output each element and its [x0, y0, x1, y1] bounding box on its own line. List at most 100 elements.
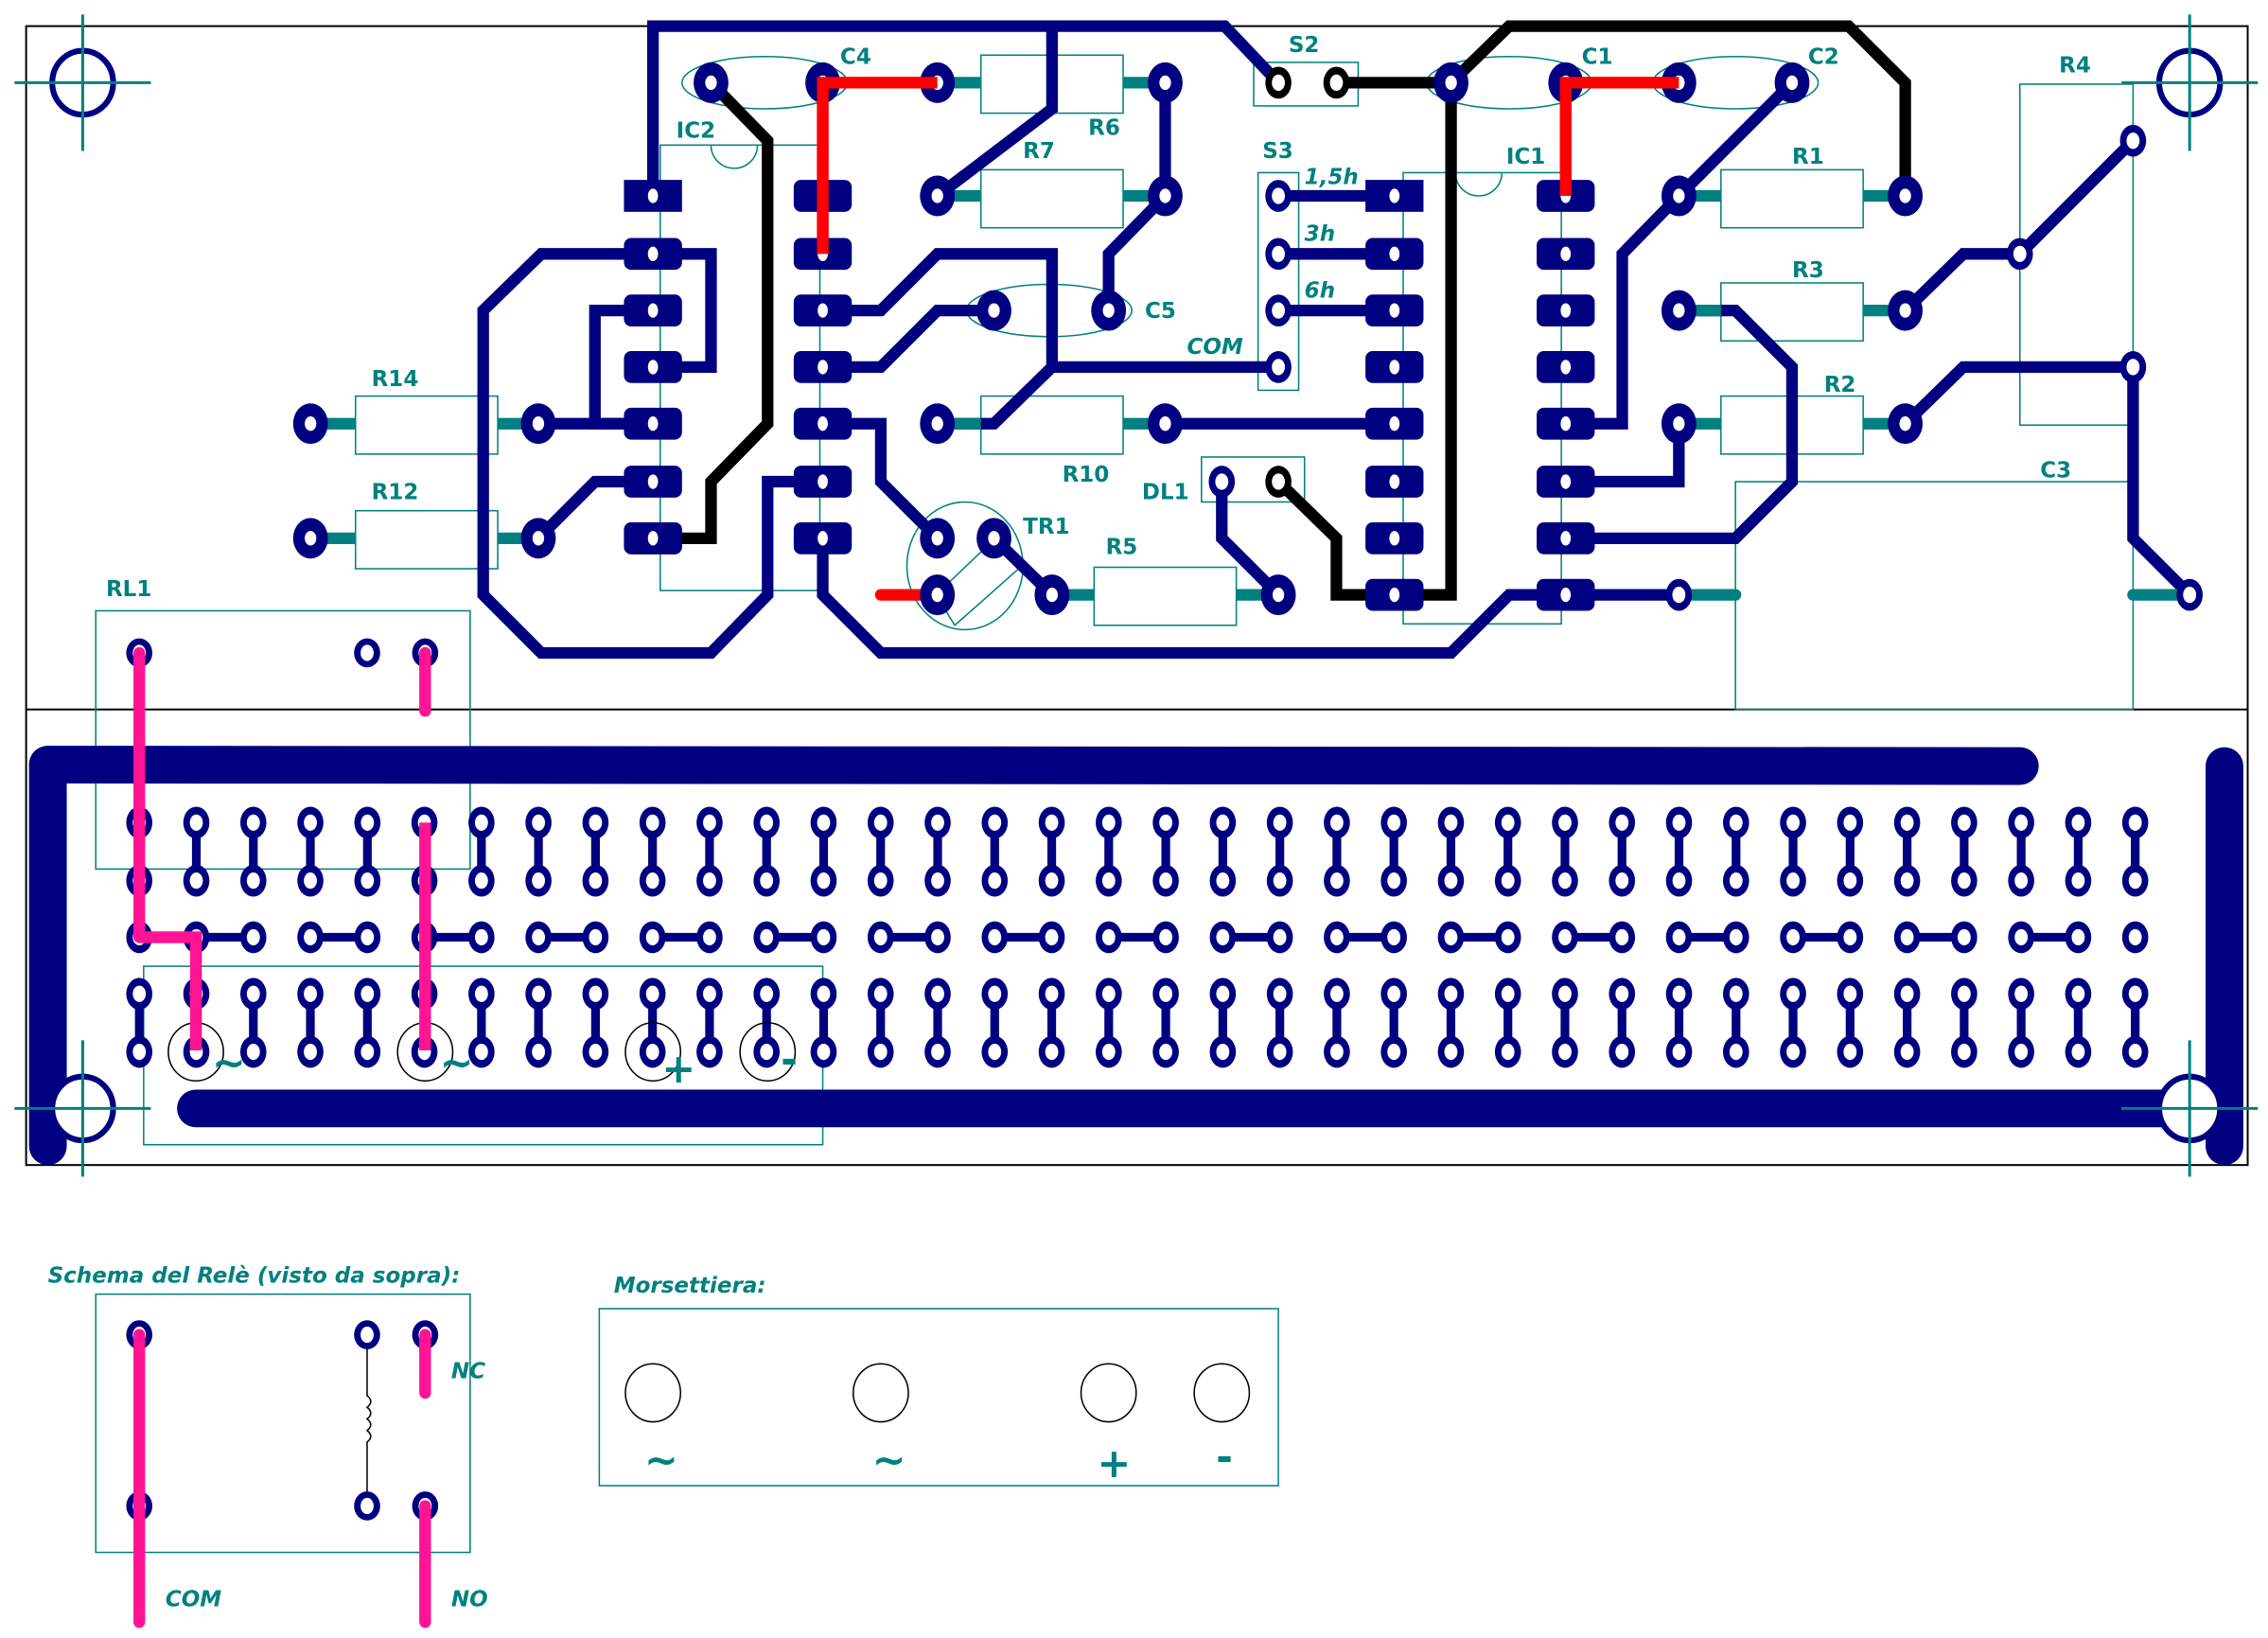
pad-hole	[1501, 872, 1515, 889]
pad-hole	[1159, 75, 1171, 91]
pad-hole	[1045, 814, 1059, 831]
pad-hole	[1729, 1043, 1743, 1061]
pad-hole	[360, 872, 375, 889]
terminal-symbol-ac2: ~	[440, 1040, 474, 1087]
pad-hole	[1729, 928, 1743, 946]
pad-hole	[589, 928, 603, 946]
pad-hole	[1216, 928, 1230, 946]
pad-hole	[1389, 360, 1400, 375]
pad-hole	[1957, 1043, 1971, 1061]
label-ic2: IC2	[677, 119, 715, 144]
pad-hole	[1329, 814, 1344, 831]
pad-hole	[1387, 985, 1401, 1002]
pad-hole	[1101, 814, 1116, 831]
pad-hole	[988, 303, 1000, 318]
pad-hole	[1389, 188, 1400, 203]
label-r6: R6	[1088, 116, 1120, 141]
terminal-block-title: Morsettiera:	[614, 1274, 766, 1298]
pad-hole	[189, 872, 203, 889]
pad-hole	[1045, 1043, 1059, 1061]
pad-hole	[931, 188, 943, 203]
pad-hole	[1159, 814, 1172, 831]
label-ic1: IC1	[1506, 145, 1545, 169]
mounting-hole-bottom-right	[2121, 1040, 2259, 1177]
label-dl1: DL1	[1142, 480, 1189, 504]
pad-hole	[1046, 587, 1058, 603]
pad-hole	[474, 985, 488, 1002]
pad-hole	[647, 246, 659, 261]
legend-symbol-minus: -	[1216, 1435, 1233, 1482]
pad-hole	[1560, 587, 1572, 603]
pad-hole	[760, 814, 774, 831]
label-c4: C4	[840, 44, 871, 69]
pad-hole	[1387, 814, 1401, 831]
legend-symbol-ac1: ~	[644, 1437, 678, 1485]
pad-hole	[1900, 985, 1914, 1002]
pad-hole	[1672, 1043, 1686, 1061]
pad-hole	[1387, 928, 1401, 946]
pad-hole	[760, 985, 774, 1002]
pad-hole	[1957, 872, 1971, 889]
pad-hole	[1102, 303, 1115, 318]
pad-hole	[2014, 1043, 2029, 1061]
pad-hole	[1101, 872, 1116, 889]
pad-hole	[1272, 359, 1285, 376]
pad-hole	[1389, 303, 1400, 318]
pad-hole	[1786, 872, 1800, 889]
pad-hole	[2071, 1043, 2085, 1061]
pad-hole	[2128, 814, 2142, 831]
pad-hole	[532, 928, 546, 946]
red-jumper	[1559, 77, 1679, 196]
pad-hole	[1389, 474, 1400, 489]
s3-label-com: COM	[1187, 335, 1242, 360]
pad-hole	[1615, 1043, 1629, 1061]
pad-hole	[2071, 814, 2085, 831]
pad-hole	[360, 1497, 374, 1515]
pad-hole	[1159, 872, 1172, 889]
pad-hole	[1615, 985, 1629, 1002]
pad-hole	[1272, 74, 1285, 92]
pad-hole	[988, 985, 1002, 1002]
pad-hole	[1101, 928, 1116, 946]
pad-hole	[1501, 1043, 1515, 1061]
pad-hole	[1673, 303, 1685, 318]
pad-hole	[1900, 1043, 1914, 1061]
mounting-hole-top-right	[2121, 14, 2259, 151]
pad-hole	[2014, 985, 2029, 1002]
pad-hole	[1159, 928, 1172, 946]
pad-hole	[1899, 188, 1911, 203]
pad-hole	[1389, 416, 1400, 432]
pad-hole	[1444, 928, 1458, 946]
pad-hole	[1900, 928, 1914, 946]
pad-hole	[988, 872, 1002, 889]
pad-hole	[703, 1043, 716, 1061]
pad-hole	[246, 928, 260, 946]
pad-hole	[2126, 132, 2140, 150]
pad-hole	[817, 872, 831, 889]
pad-hole	[1216, 1043, 1230, 1061]
pad-hole	[1387, 872, 1401, 889]
pad-hole	[1899, 303, 1911, 318]
pad-hole	[1673, 416, 1685, 432]
pad-hole	[360, 1326, 374, 1344]
pad-hole	[1272, 187, 1285, 204]
pad-hole	[703, 928, 716, 946]
pad-hole	[1272, 302, 1285, 319]
pad-hole	[1672, 586, 1686, 604]
pad-hole	[1273, 872, 1287, 889]
pad-hole	[360, 985, 375, 1002]
pad-hole	[703, 814, 716, 831]
pad-hole	[988, 814, 1002, 831]
pad-hole	[645, 1043, 659, 1061]
relay-schema-title: Schema del Relè (visto da sopra):	[48, 1263, 461, 1288]
pad-hole	[647, 303, 659, 318]
label-tr1: TR1	[1023, 515, 1069, 539]
pad-hole	[2071, 928, 2085, 946]
pad-hole	[1444, 985, 1458, 1002]
terminal-symbol-minus: -	[781, 1037, 798, 1084]
pad-hole	[532, 985, 546, 1002]
pad-hole	[246, 985, 260, 1002]
pad-hole	[1273, 1043, 1287, 1061]
pad-hole	[2014, 928, 2029, 946]
